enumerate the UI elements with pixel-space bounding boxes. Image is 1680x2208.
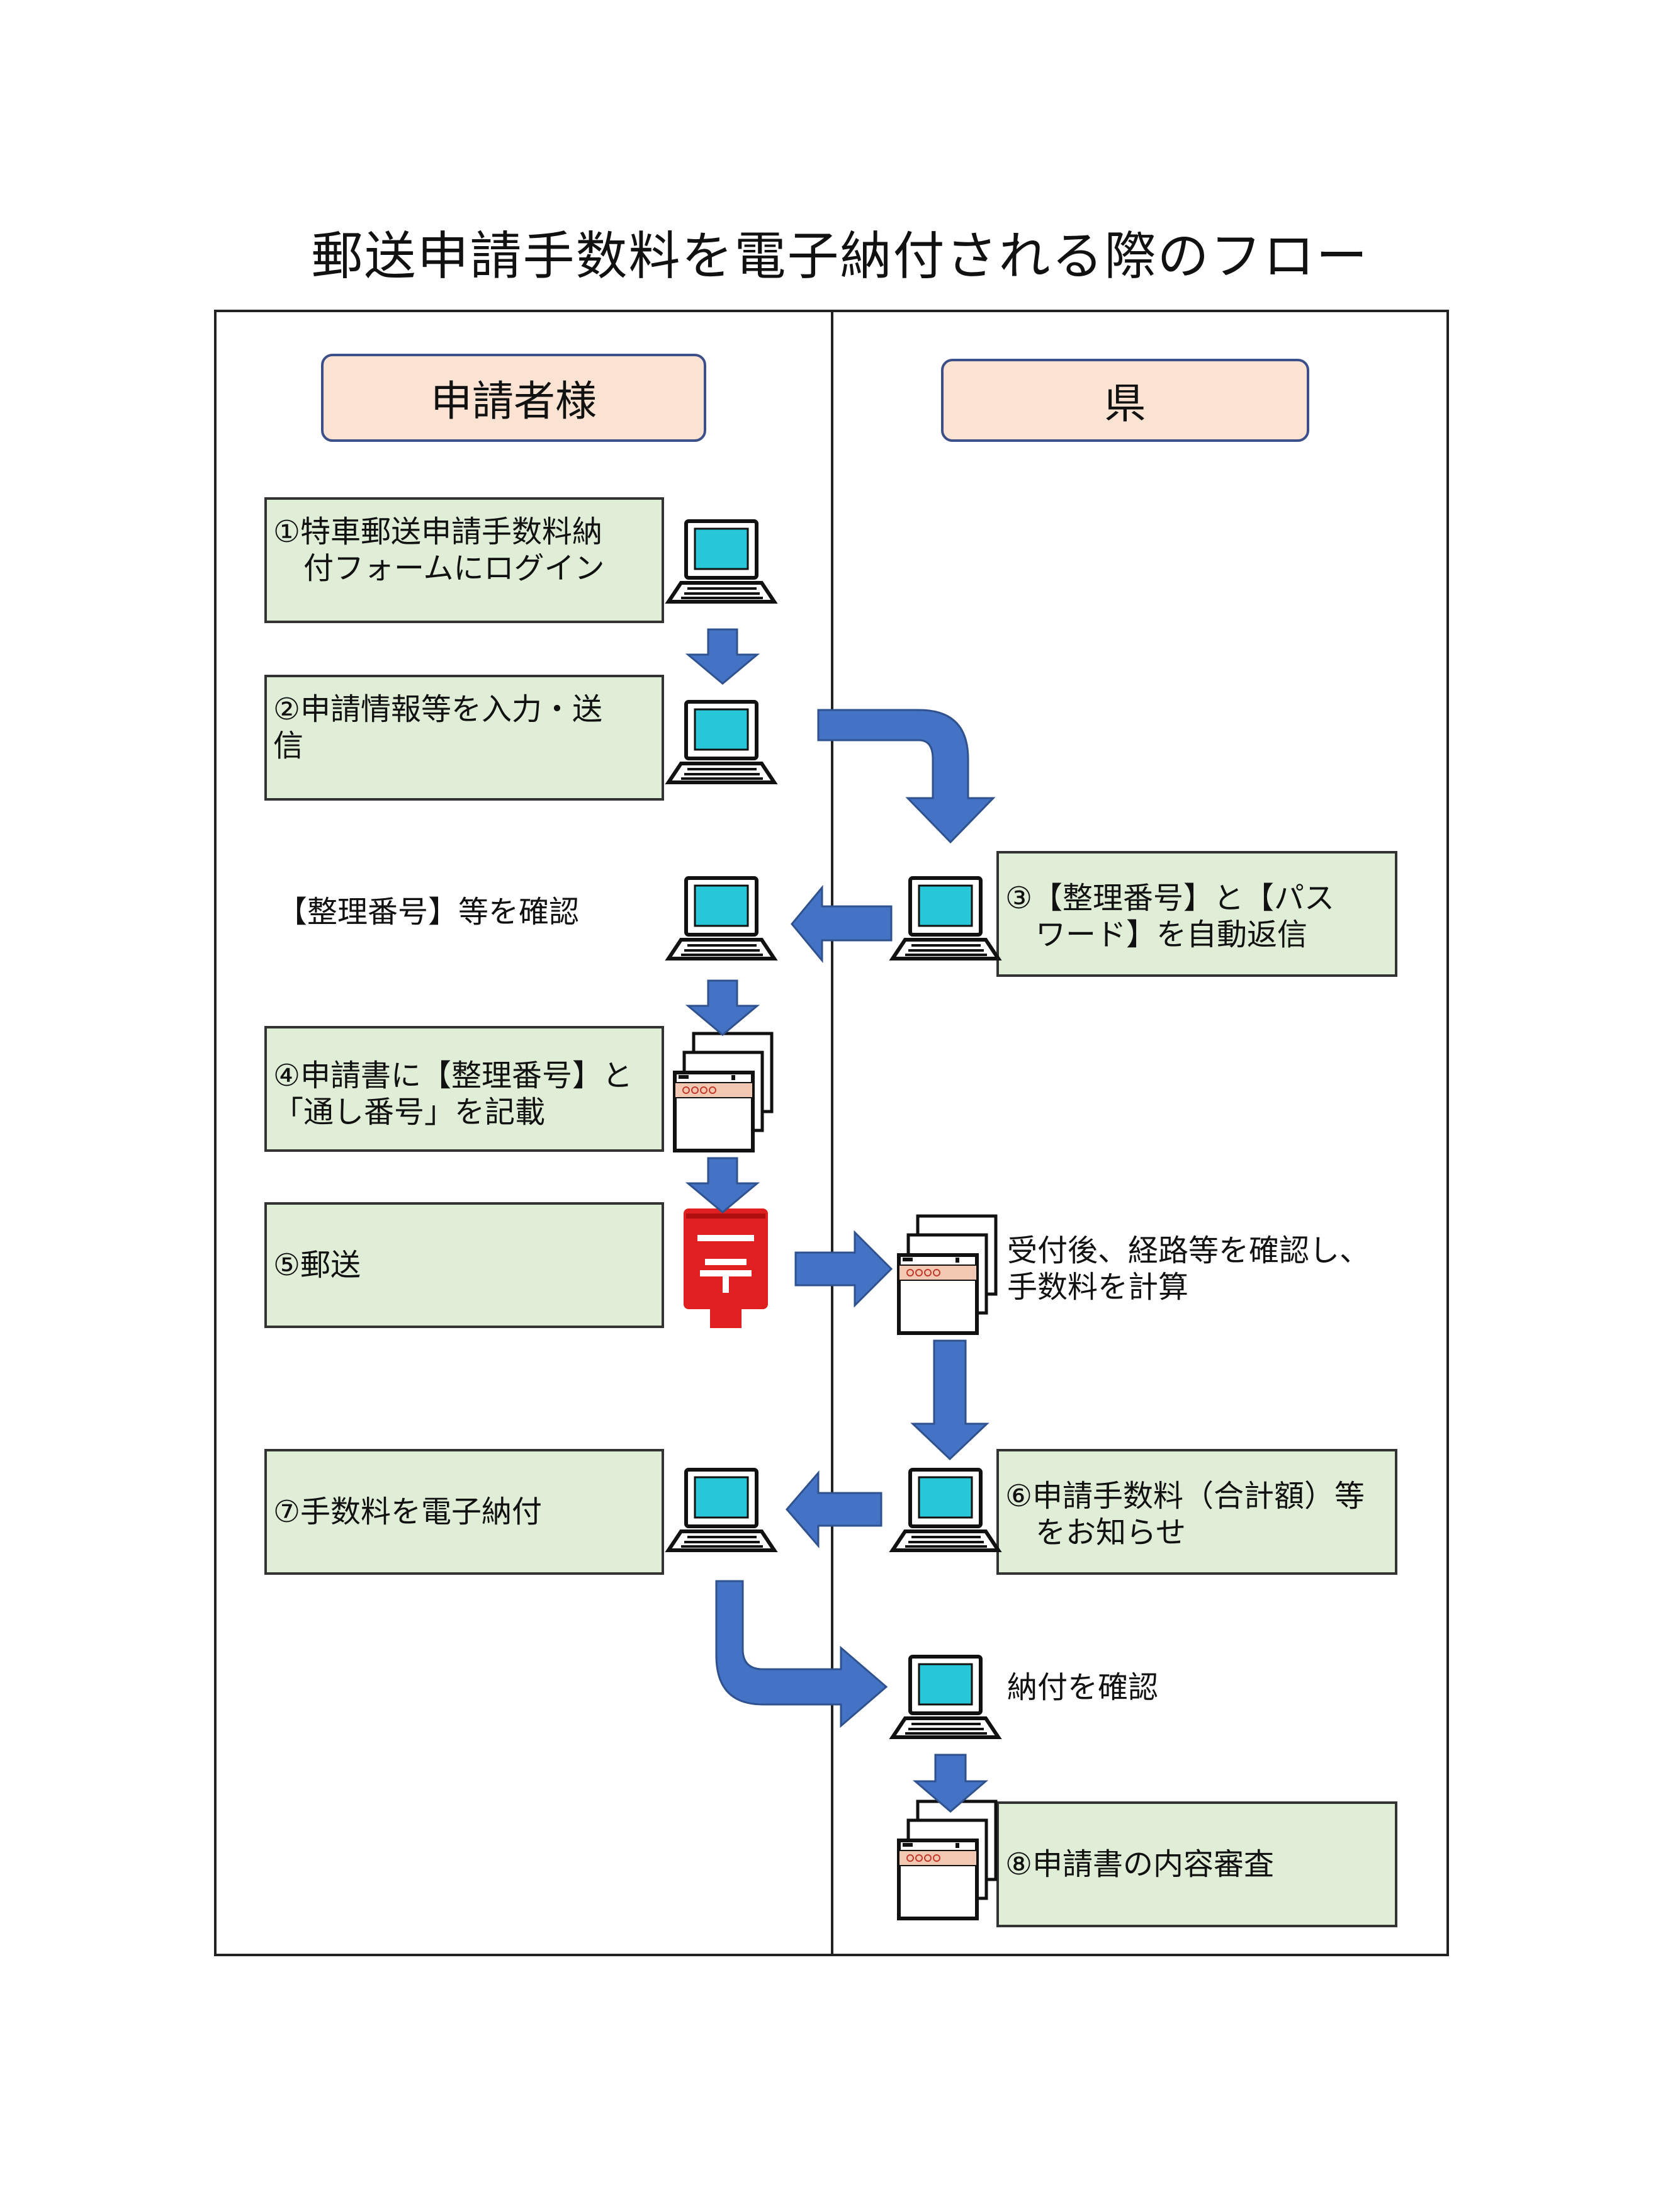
lane-divider bbox=[831, 310, 833, 1956]
computer-icon-6 bbox=[893, 1470, 998, 1550]
document-stack-icon-3 bbox=[899, 1801, 996, 1918]
arrow-down-3 bbox=[685, 1157, 760, 1214]
arrow-curve-to-prefecture bbox=[817, 709, 996, 844]
arrow-down-1 bbox=[685, 628, 760, 685]
arrow-down-5 bbox=[912, 1754, 989, 1813]
lane-header-prefecture: 県 bbox=[941, 359, 1309, 442]
arrow-down-2 bbox=[685, 979, 760, 1036]
arrow-left-2 bbox=[786, 1470, 882, 1549]
confirm-number-text: 【整理番号】等を確認 bbox=[277, 894, 580, 930]
confirm-payment-text: 納付を確認 bbox=[1007, 1670, 1159, 1705]
computer-icon-4 bbox=[893, 878, 998, 959]
page-title: 郵送申請手数料を電子納付される際のフロー bbox=[311, 227, 1369, 286]
receive-check-text: 受付後、経路等を確認し、 手数料を計算 bbox=[1007, 1233, 1370, 1305]
step-3-auto-reply: ③【整理番号】と【パス ワード】を自動返信 bbox=[996, 851, 1397, 977]
computer-icon-2 bbox=[668, 702, 774, 782]
computer-icon-5 bbox=[668, 1470, 774, 1550]
lane-header-applicant: 申請者様 bbox=[321, 354, 706, 442]
computer-icon-1 bbox=[668, 521, 774, 602]
arrow-left-1 bbox=[791, 884, 893, 964]
document-stack-icon-1 bbox=[675, 1034, 772, 1151]
step-7-pay-electronically: ⑦手数料を電子納付 bbox=[264, 1449, 664, 1575]
arrow-down-4 bbox=[910, 1339, 989, 1461]
arrow-right-1 bbox=[794, 1230, 893, 1308]
postbox-icon bbox=[684, 1208, 768, 1328]
computer-icon-7 bbox=[893, 1657, 998, 1737]
computer-icon-3 bbox=[668, 878, 774, 959]
step-4-fill-application: ④申請書に【整理番号】と 「通し番号」を記載 bbox=[264, 1026, 664, 1152]
step-8-review: ⑧申請書の内容審査 bbox=[996, 1801, 1397, 1927]
step-6-notify-fee: ⑥申請手数料（合計額）等 をお知らせ bbox=[996, 1449, 1397, 1575]
document-stack-icon-2 bbox=[899, 1216, 996, 1333]
step-1-login: ①特車郵送申請手数料納 付フォームにログイン bbox=[264, 497, 664, 623]
step-5-mail: ⑤郵送 bbox=[264, 1202, 664, 1328]
arrow-curve-to-payment bbox=[715, 1580, 888, 1728]
step-2-input-send: ②申請情報等を入力・送 信 bbox=[264, 675, 664, 801]
